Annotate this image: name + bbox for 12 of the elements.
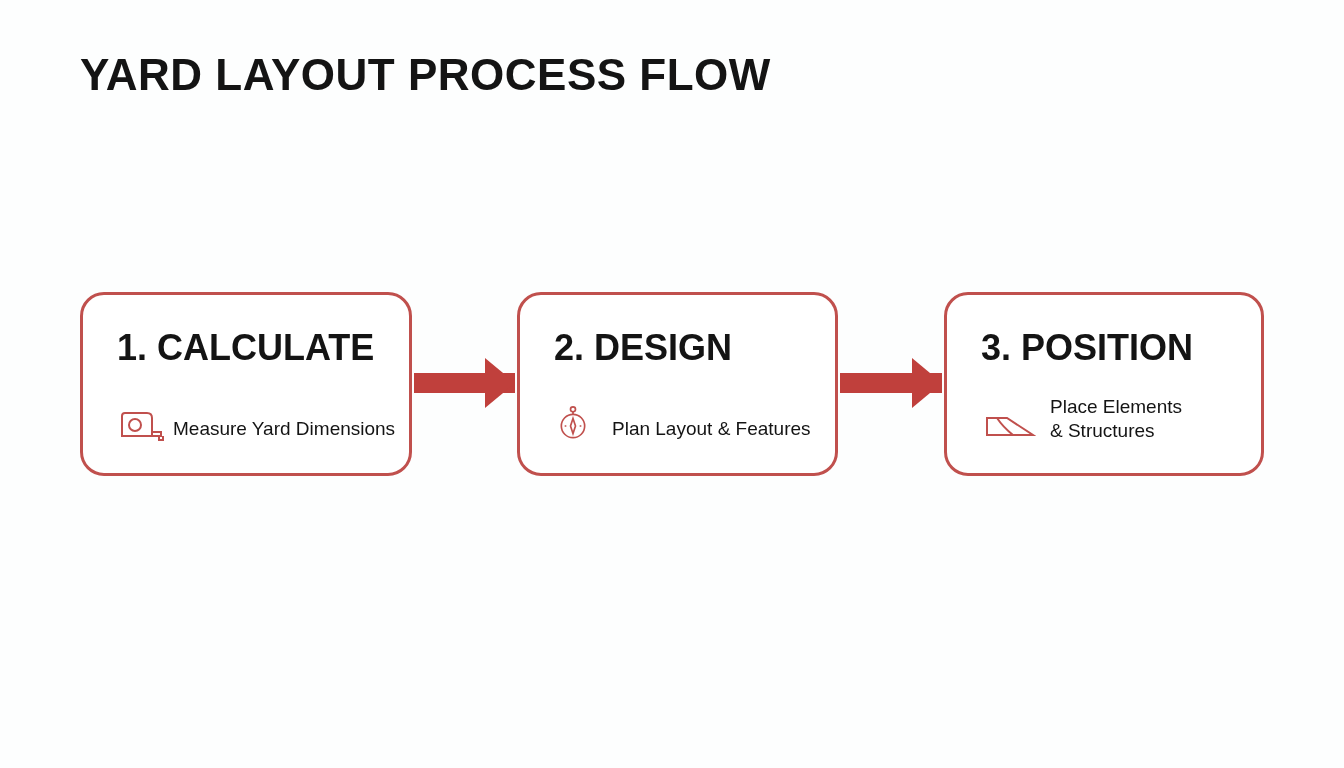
step-description: Place Elements & Structures	[1050, 395, 1183, 443]
step-heading: 3. POSITION	[981, 327, 1194, 369]
step-heading: 2. DESIGN	[554, 327, 733, 369]
title: YARD LAYOUT PROCESS FLOW	[80, 50, 771, 100]
step-description: Plan Layout & Features	[612, 417, 812, 441]
step-description: Measure Yard Dimensions	[173, 417, 397, 441]
arrow	[414, 358, 515, 408]
process-box	[944, 292, 1264, 476]
arrow	[840, 358, 942, 408]
step-heading: 1. CALCULATE	[117, 327, 375, 369]
process-box	[517, 292, 838, 476]
process-box	[80, 292, 412, 476]
